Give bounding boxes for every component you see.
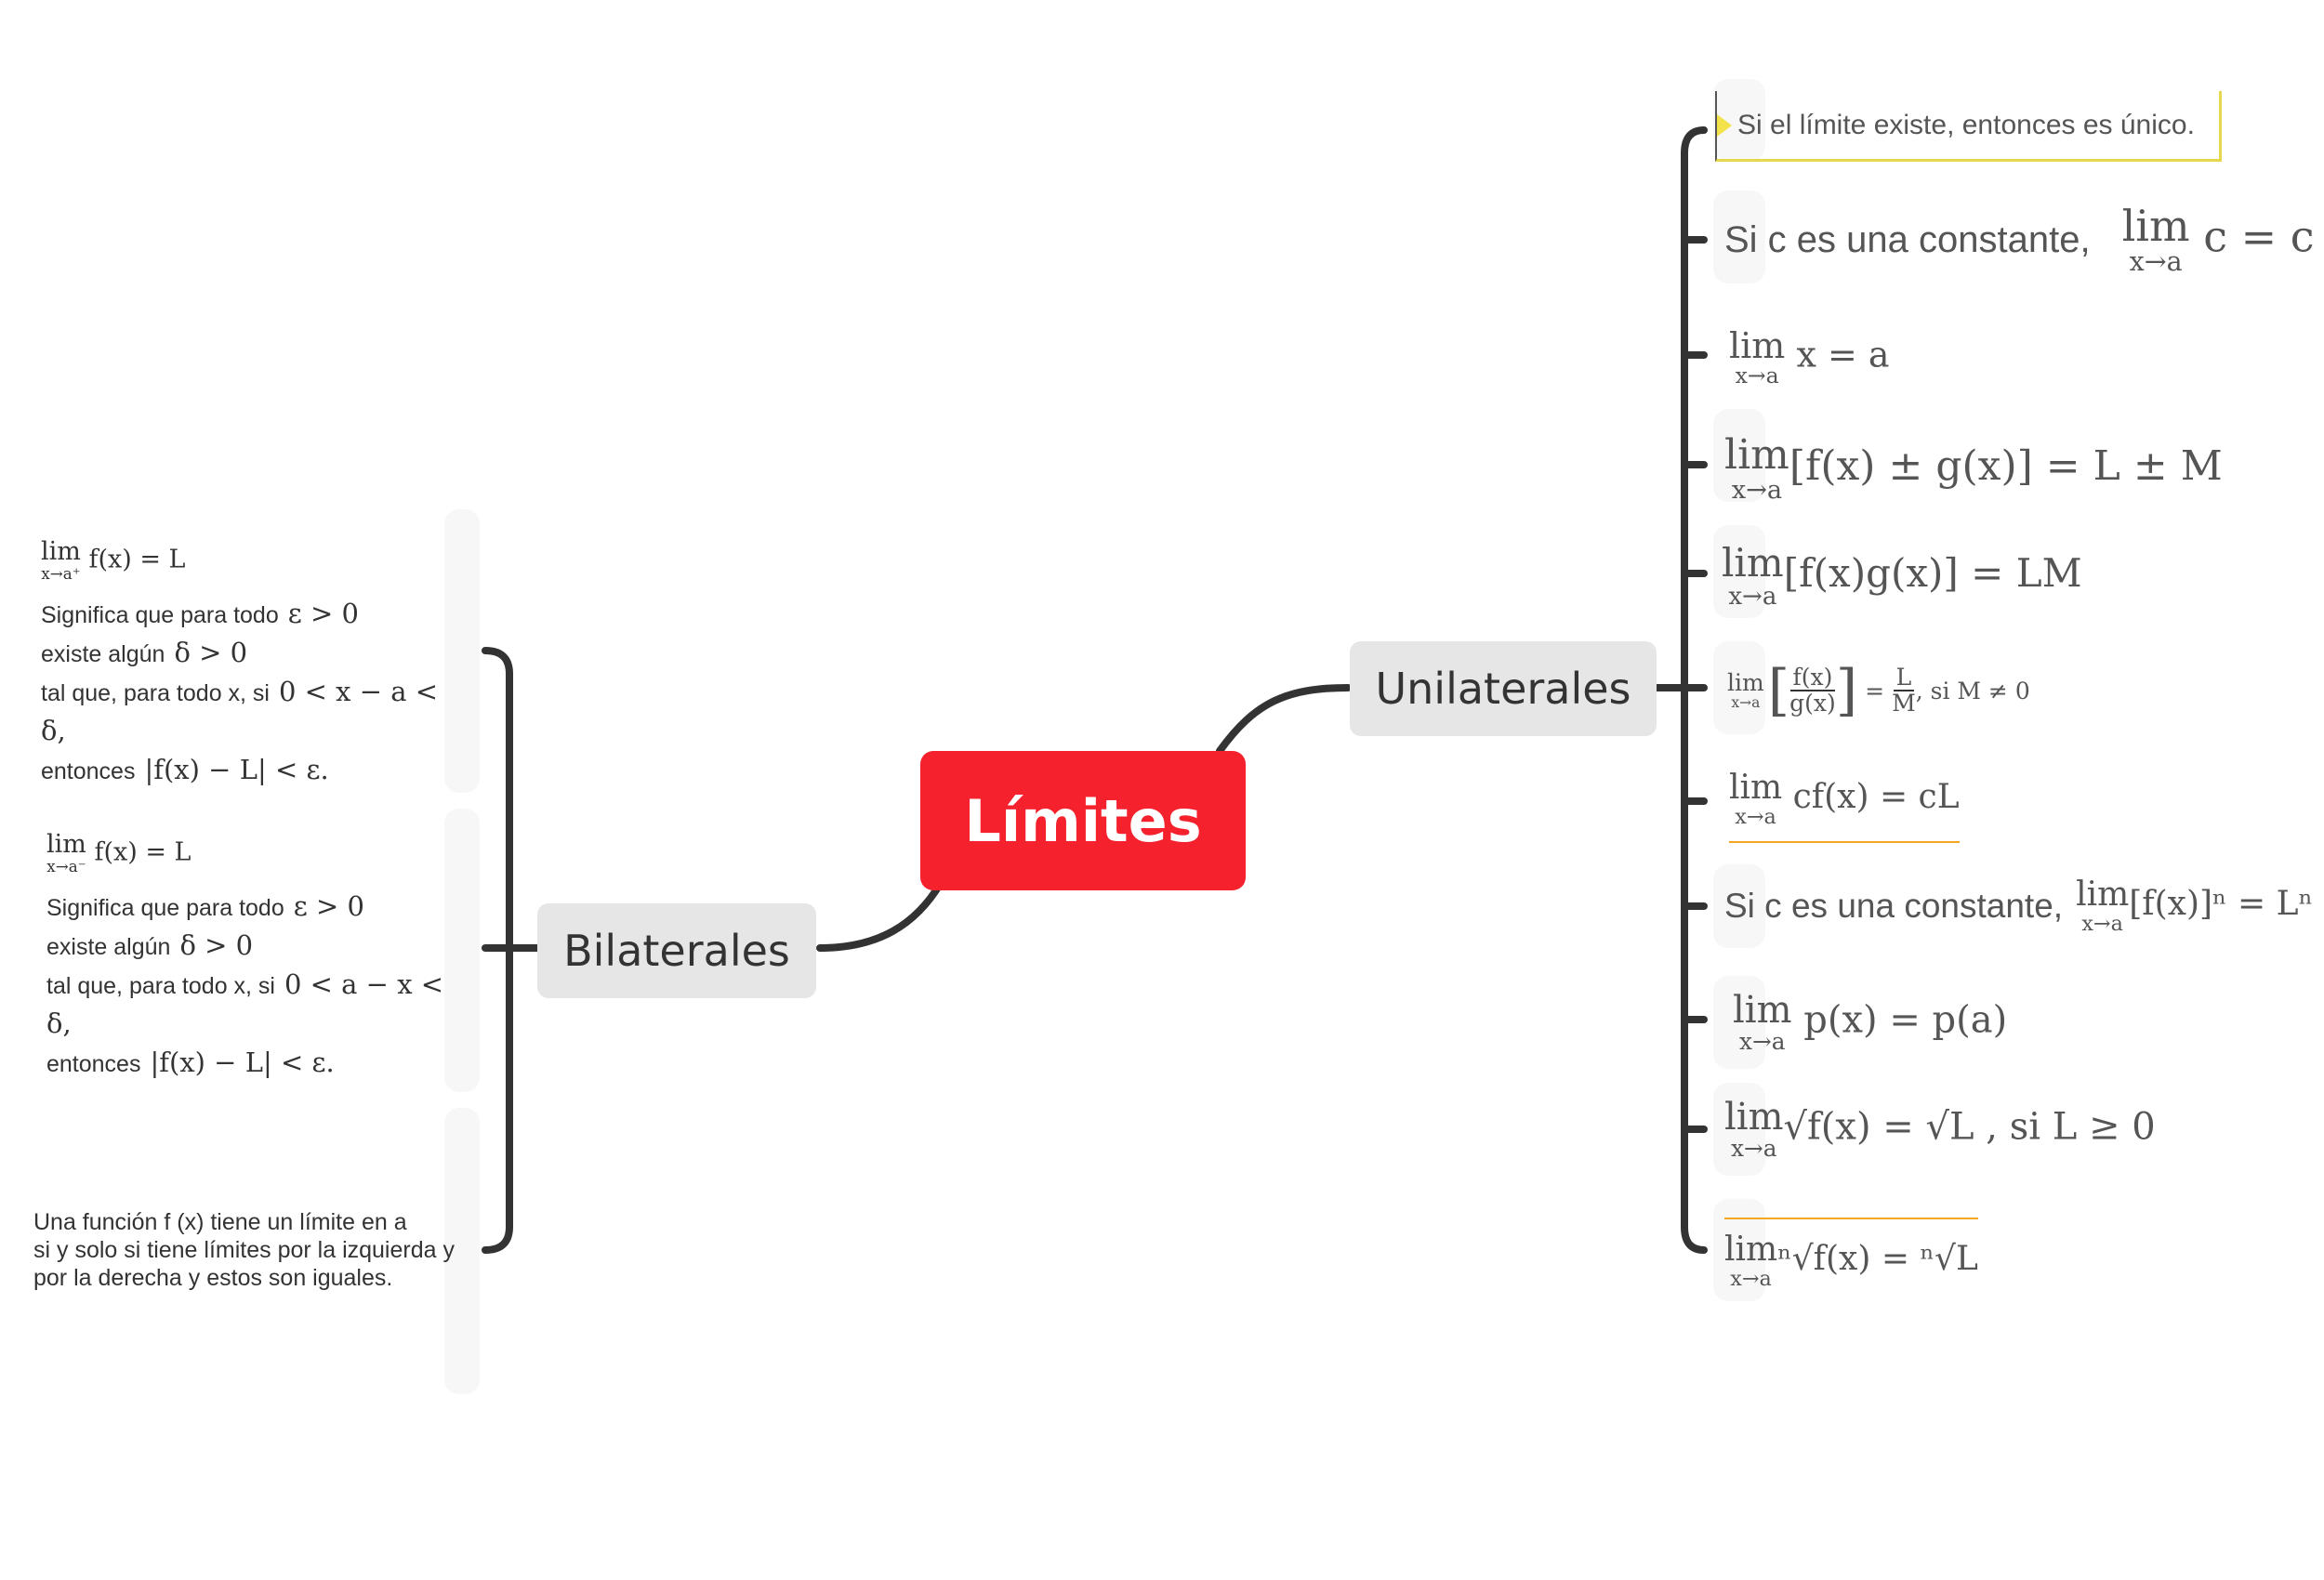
definition-math: 0 < a − x < δ, xyxy=(46,968,444,1039)
lim-word: lim xyxy=(1724,1095,1784,1139)
lim-rhs: f(x) = L xyxy=(88,545,186,574)
lim-subscript: x→a xyxy=(2129,245,2183,277)
lim-rhs: [f(x)]ⁿ = Lⁿ xyxy=(2129,885,2314,923)
lim-subscript: x→a xyxy=(1731,476,1783,506)
definition-math: 0 < x − a < δ, xyxy=(41,675,439,746)
branch-unilaterales[interactable]: Unilaterales xyxy=(1350,641,1657,736)
leaf-uniqueness[interactable]: Si el límite existe, entonces es único. xyxy=(1715,91,2222,162)
lim-subscript: x→a⁺ xyxy=(41,564,81,583)
fraction-numerator: f(x) xyxy=(1789,665,1836,691)
definition-math: δ > 0 xyxy=(179,928,254,961)
definition-math: δ > 0 xyxy=(174,636,248,668)
lim-word: lim xyxy=(1733,988,1792,1032)
lim-subscript: x→a xyxy=(1730,1134,1777,1162)
quotient-condition: , si M ≠ 0 xyxy=(1915,677,2030,704)
central-topic-label: Límites xyxy=(964,786,1202,855)
definition-text: entonces xyxy=(46,1050,141,1077)
leaf-placeholder xyxy=(1713,641,1765,734)
lim-word: lim xyxy=(2121,200,2190,251)
lim-rhs: c = c xyxy=(2203,211,2315,261)
lim-subscript: x→a xyxy=(1728,582,1777,611)
lim-rhs: √f(x) = √L , si L ≥ 0 xyxy=(1783,1104,2156,1148)
definition-text: tal que, para todo x, si xyxy=(46,972,275,999)
leaf-placeholder xyxy=(1713,409,1765,502)
lim-subscript: x→a xyxy=(1735,362,1779,389)
lim-rhs: p(x) = p(a) xyxy=(1803,997,2008,1041)
lim-word: lim xyxy=(2076,875,2130,914)
leaf-placeholder xyxy=(444,809,480,1092)
existence-line: si y solo si tiene límites por la izquie… xyxy=(33,1237,455,1263)
lim-subscript: x→a xyxy=(1731,693,1761,711)
leaf-placeholder xyxy=(444,1108,480,1394)
power-text: Si c es una constante, xyxy=(1724,887,2064,925)
lim-word: lim xyxy=(41,537,81,566)
connector-bilaterales xyxy=(816,879,944,952)
leaf-placeholder xyxy=(1713,191,1765,283)
leaf-placeholder xyxy=(444,509,480,793)
lim-word: lim xyxy=(1729,325,1786,367)
pointer-icon xyxy=(1717,113,1732,137)
definition-text: entonces xyxy=(41,757,136,784)
branch-unilaterales-label: Unilaterales xyxy=(1375,664,1631,714)
branch-bilaterales-label: Bilaterales xyxy=(563,926,790,976)
constant-text: Si c es una constante, xyxy=(1724,218,2091,260)
leaf-placeholder xyxy=(1713,864,1765,948)
lim-word: lim xyxy=(1729,768,1783,807)
definition-text: Significa que para todo xyxy=(46,894,284,921)
lim-subscript: x→a xyxy=(2081,911,2123,936)
leaf-placeholder xyxy=(1713,525,1765,618)
lim-subscript: x→a xyxy=(1730,1266,1772,1291)
lim-subscript: x→a xyxy=(1735,804,1776,829)
definition-text: existe algún xyxy=(46,933,171,960)
lim-rhs: cf(x) = cL xyxy=(1792,778,1960,816)
lim-rhs: ⁿ√f(x) = ⁿ√L xyxy=(1777,1240,1978,1278)
lim-word: lim xyxy=(1724,1230,1778,1269)
definition-text: Significa que para todo xyxy=(41,601,279,628)
central-topic[interactable]: Límites xyxy=(920,751,1246,890)
leaf-placeholder xyxy=(1713,1083,1765,1176)
lim-word: lim xyxy=(1722,539,1784,586)
fraction-denominator: g(x) xyxy=(1789,690,1836,717)
fraction-numerator: L xyxy=(1893,665,1915,691)
lim-rhs: [f(x) ± g(x)] = L ± M xyxy=(1789,442,2223,491)
definition-math: ε > 0 xyxy=(287,597,359,629)
lim-subscript: x→a xyxy=(1738,1027,1786,1055)
leaf-placeholder xyxy=(1713,1199,1765,1301)
definition-text: tal que, para todo x, si xyxy=(41,679,270,706)
existence-line: por la derecha y estos son iguales. xyxy=(33,1265,393,1291)
uniqueness-text: Si el límite existe, entonces es único. xyxy=(1737,109,2195,140)
lim-word: lim xyxy=(1727,668,1764,696)
leaf-placeholder xyxy=(1713,976,1765,1069)
leaf-existence-criterion[interactable]: Una función f (x) tiene un límite en a s… xyxy=(33,1208,480,1292)
connector-unilaterales xyxy=(1216,684,1352,755)
lim-rhs: [f(x)g(x)] = LM xyxy=(1783,549,2082,596)
lim-subscript: x→a⁻ xyxy=(46,857,86,876)
fraction-denominator: M xyxy=(1892,690,1916,717)
equals-sign: = xyxy=(1865,677,1885,704)
definition-math: |f(x) − L| < ε. xyxy=(144,753,329,785)
lim-word: lim xyxy=(46,830,86,859)
branch-bilaterales[interactable]: Bilaterales xyxy=(537,903,816,998)
existence-line: Una función f (x) tiene un límite en a xyxy=(33,1209,407,1235)
definition-math: |f(x) − L| < ε. xyxy=(150,1046,335,1078)
definition-math: ε > 0 xyxy=(293,889,364,922)
definition-text: existe algún xyxy=(41,640,165,667)
lim-rhs: x = a xyxy=(1796,334,1890,375)
lim-rhs: f(x) = L xyxy=(94,837,191,867)
lim-word: lim xyxy=(1724,431,1789,480)
